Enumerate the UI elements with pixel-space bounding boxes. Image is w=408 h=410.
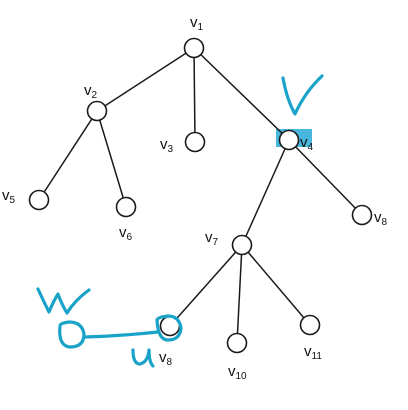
- label-v8a: v8: [374, 209, 388, 228]
- node-v4: [278, 129, 300, 151]
- label-v9: v8: [159, 349, 173, 368]
- edge-v4-v8a: [288, 139, 363, 216]
- edge-v7-v9: [169, 244, 243, 327]
- label-v1: v1: [190, 14, 204, 33]
- handwritten-annotations: [36, 74, 324, 368]
- label-v7: v7: [205, 229, 219, 248]
- node-v10: [226, 332, 248, 354]
- labels: v1 v2 v3 v4 v5 v6 v8 v7 v8 v10 v11: [2, 14, 388, 382]
- node-v6: [115, 196, 137, 218]
- edge-v1-v4: [193, 47, 290, 141]
- node-v5: [28, 189, 50, 211]
- handwritten-edge-w-u: [83, 330, 160, 339]
- handwritten-w-node: [58, 320, 86, 349]
- label-v4: v4: [300, 134, 314, 153]
- label-v11: v11: [304, 343, 322, 362]
- edge-v2-v6: [96, 110, 127, 208]
- handwritten-w: [36, 287, 91, 315]
- edge-v1-v2: [96, 47, 195, 112]
- node-v7: [231, 234, 253, 256]
- label-v3: v3: [160, 136, 174, 155]
- label-v10: v10: [228, 363, 247, 382]
- label-v5: v5: [2, 187, 16, 206]
- label-v6: v6: [119, 224, 133, 243]
- edges: [38, 47, 363, 344]
- edge-v4-v7: [241, 139, 290, 246]
- handwritten-v: [281, 74, 324, 116]
- handwritten-u-box: [155, 314, 183, 342]
- edge-v7-v10: [236, 244, 243, 344]
- handwritten-u: [131, 348, 155, 368]
- label-v2: v2: [84, 82, 98, 101]
- node-v3: [184, 131, 206, 153]
- node-v11: [299, 314, 321, 336]
- node-v8a: [351, 204, 373, 226]
- edge-v7-v11: [241, 244, 311, 326]
- node-v2: [86, 100, 108, 122]
- edge-v1-v3: [193, 47, 196, 143]
- node-v1: [183, 37, 205, 59]
- edge-v2-v5: [38, 110, 98, 201]
- nodes: [28, 37, 373, 354]
